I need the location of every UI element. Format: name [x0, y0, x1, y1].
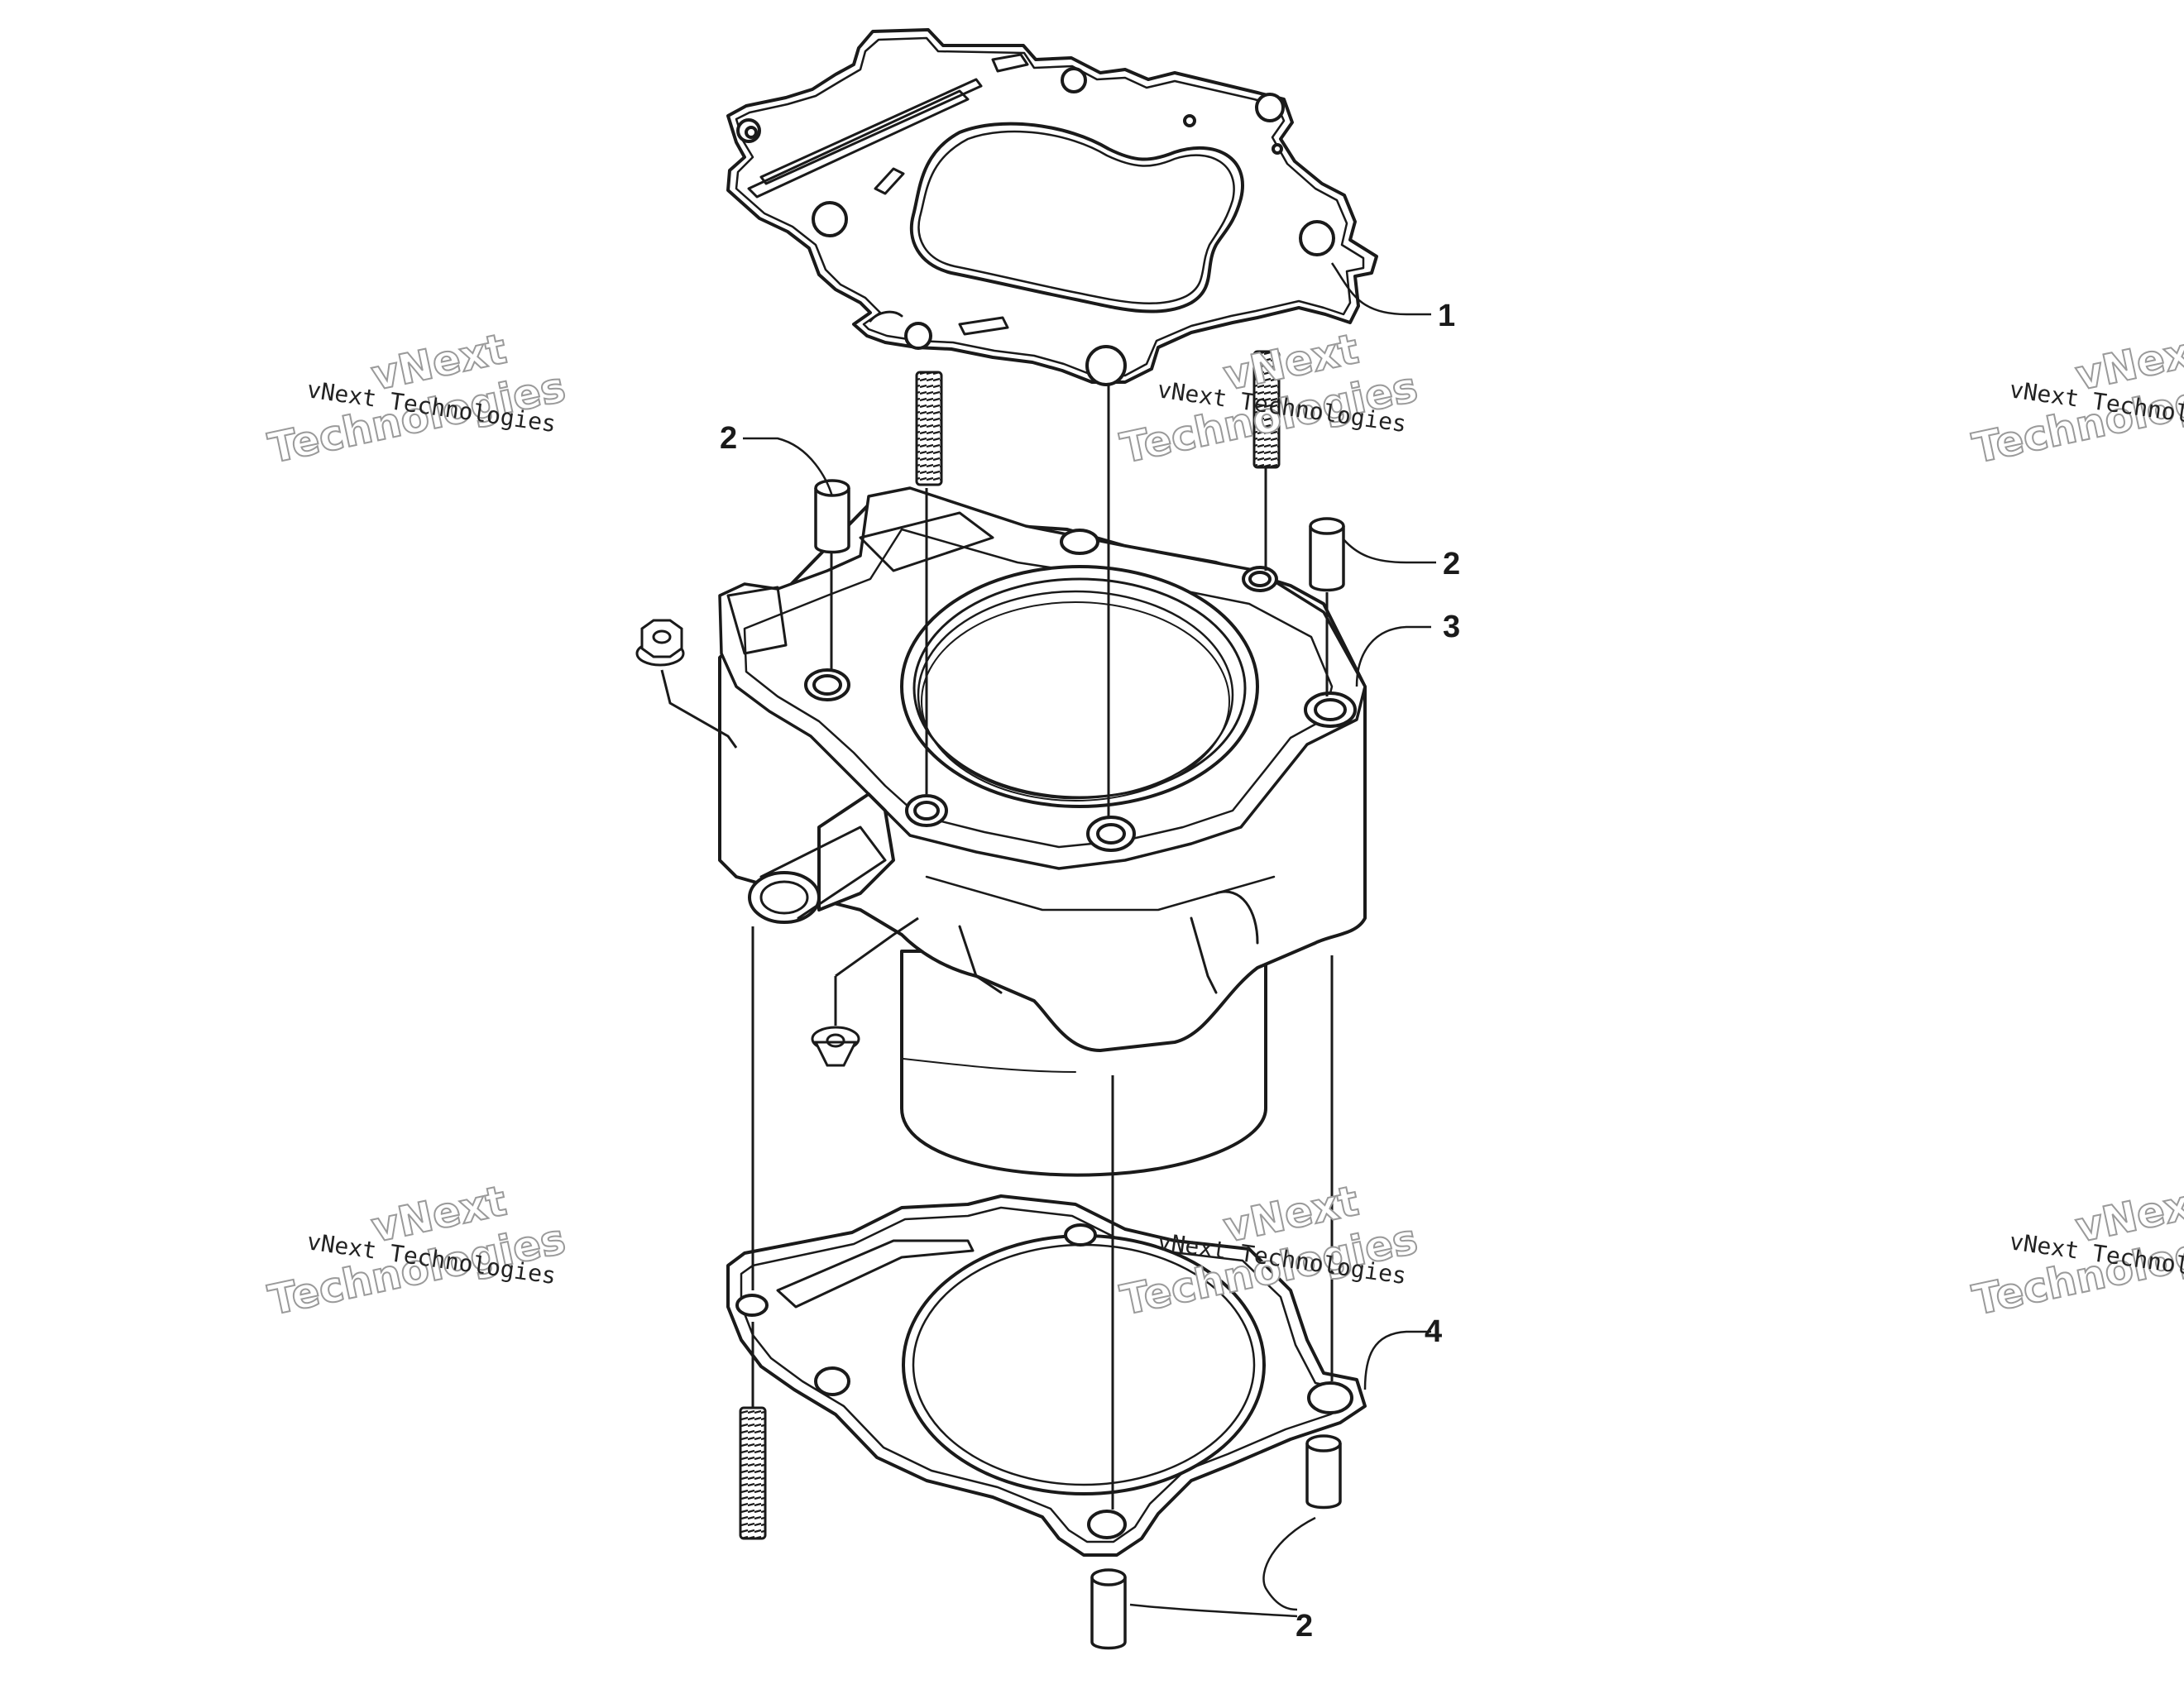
- cylinder[interactable]: [718, 486, 1367, 1177]
- alignment-lines: [660, 385, 1334, 1510]
- callout-1: 1: [1438, 299, 1455, 333]
- leader-lines: [743, 262, 1436, 1618]
- callout-2-top-right: 2: [1443, 547, 1460, 581]
- stud-top-left[interactable]: [915, 371, 943, 486]
- head-gasket[interactable]: [726, 28, 1378, 386]
- stud-bottom-left[interactable]: [739, 1406, 767, 1540]
- callout-2-top-left: 2: [720, 421, 737, 456]
- dowel-pin-bottom-right[interactable]: [1305, 1434, 1342, 1510]
- callouts: 1 2 2 3 4 2: [720, 299, 1460, 1644]
- base-gasket[interactable]: [726, 1194, 1367, 1557]
- callout-4: 4: [1425, 1314, 1442, 1349]
- flange-nut-upper[interactable]: [635, 619, 685, 667]
- callout-2-bottom: 2: [1296, 1609, 1313, 1644]
- callout-3: 3: [1443, 610, 1460, 644]
- dowel-pin-bottom-center[interactable]: [1090, 1568, 1127, 1650]
- flange-nut-lower[interactable]: [811, 1026, 860, 1067]
- dowel-pin-top-left[interactable]: [814, 479, 850, 554]
- dowel-pin-top-right[interactable]: [1309, 517, 1345, 592]
